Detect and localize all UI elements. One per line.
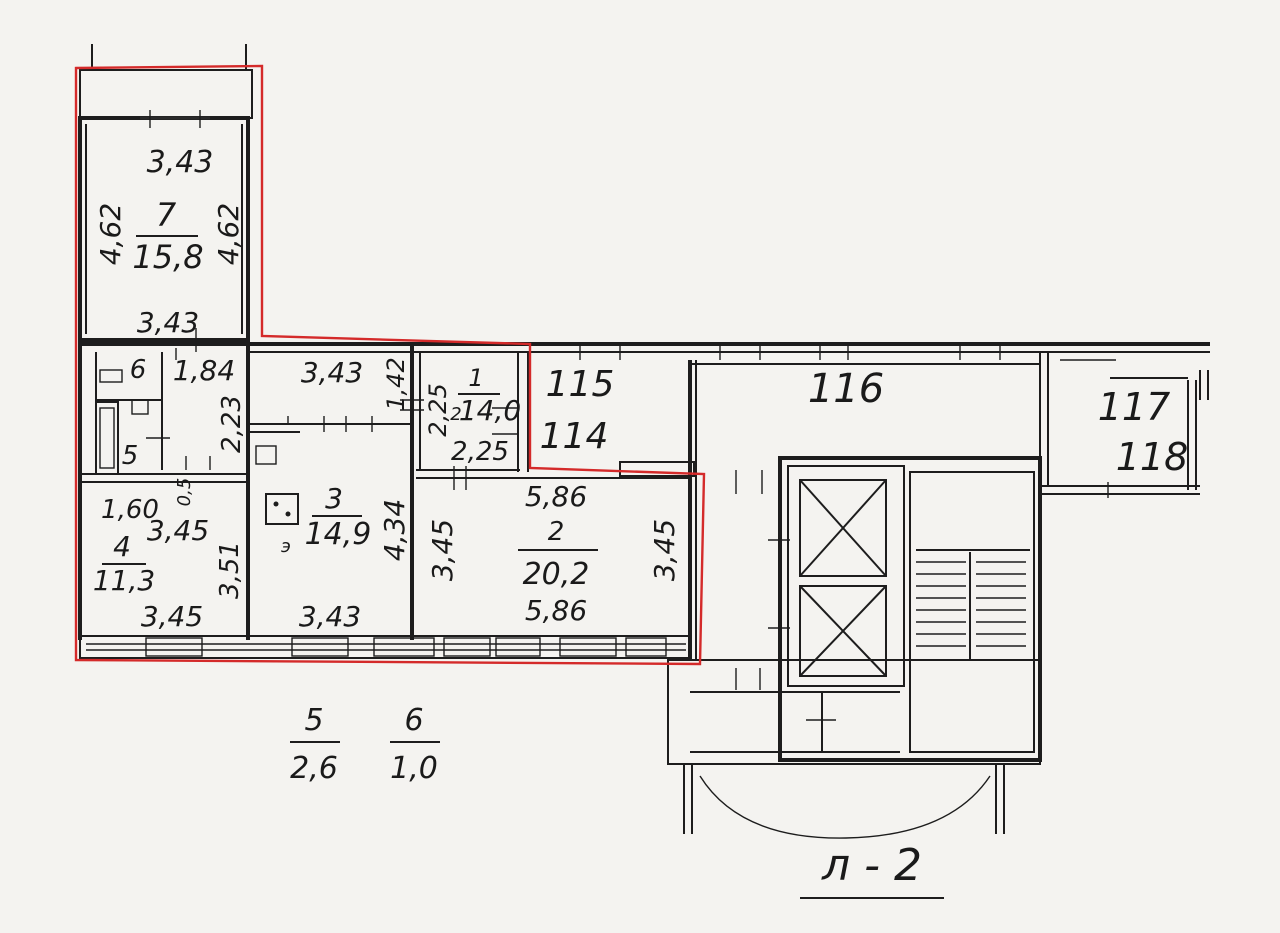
room-1-dim-bottom: 2,25 [451, 437, 509, 467]
room-2-area: 20,2 [523, 557, 590, 592]
room-7-dim-top: 3,43 [147, 145, 214, 180]
legend-5-area: 2,6 [290, 751, 338, 786]
room-1-dim-side: 2,25 [424, 383, 452, 436]
room-7-dim-bottom: 3,43 [137, 306, 199, 339]
room-2-number: 2 [548, 517, 565, 547]
neighbor-116: 116 [808, 366, 884, 412]
room-1-dim-outer: 1,42 [382, 357, 410, 410]
room-6-number: 6 [130, 355, 147, 385]
room-1-number: 1 [468, 364, 483, 392]
room-6-dim-side: 2,23 [217, 395, 247, 453]
neighbor-115: 115 [546, 364, 615, 405]
room-7-area: 15,8 [132, 238, 203, 276]
neighbor-114: 114 [540, 416, 609, 457]
apartment-walls [78, 44, 1210, 660]
sheet-label: л - 2 [821, 840, 922, 891]
legend-6-number: 6 [404, 703, 423, 738]
room-6-dim-top: 1,84 [173, 354, 235, 387]
apartment-outline [74, 64, 706, 666]
room-7-number: 7 [156, 196, 177, 234]
room-3-dim-bottom: 3,43 [299, 600, 361, 633]
room-3-stove-mark: э [281, 536, 291, 557]
room-2-dim-top: 5,86 [525, 480, 587, 513]
neighbor-118: 118 [1116, 435, 1189, 479]
neighbor-walls [579, 344, 1209, 839]
room-4-dim-a: 1,60 [101, 495, 159, 525]
room-2-dim-left: 3,45 [426, 519, 459, 581]
room-4-dim-bottom: 3,45 [141, 600, 203, 633]
room-7-dim-right: 4,62 [212, 203, 245, 265]
neighbor-117: 117 [1098, 385, 1171, 429]
legend-5-number: 5 [304, 703, 323, 738]
room-4-dim-side: 3,51 [215, 541, 245, 599]
room-5-number: 5 [122, 441, 139, 471]
room-3-area: 14,9 [305, 517, 372, 552]
room-3-dim-top: 3,43 [301, 356, 363, 389]
room-2-dim-bottom: 5,86 [525, 594, 587, 627]
small-mark-two: 2 [450, 404, 461, 425]
room-3-dim-side: 4,34 [378, 499, 411, 561]
room-4-area: 11,3 [93, 564, 155, 597]
small-mark-half: 0,5 [174, 478, 195, 507]
legend-6-area: 1,0 [390, 751, 438, 786]
room-4-number: 4 [113, 530, 131, 563]
room-3-number: 3 [325, 482, 343, 515]
room-1-area: 14,0 [459, 394, 521, 427]
room-2-dim-right: 3,45 [648, 519, 681, 581]
room-4-dim-b: 3,45 [147, 514, 209, 547]
room-7-dim-left: 4,62 [94, 203, 127, 265]
